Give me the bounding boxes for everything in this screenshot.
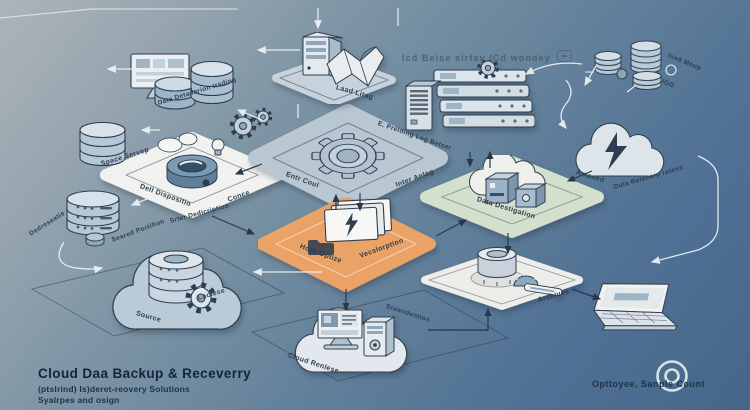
- server-rack-icon: [433, 69, 535, 128]
- coin-stack-icon: [630, 40, 662, 74]
- server-rack-group: [404, 60, 535, 131]
- diagram-title: Cloud Daa Backup & Receverry: [38, 366, 252, 381]
- target-icon: [656, 360, 688, 392]
- folded-map-icon: [326, 46, 385, 87]
- folder-icon: [308, 240, 334, 255]
- coin-icon: [616, 68, 628, 80]
- storage-box-icon: [484, 172, 547, 208]
- laptop-icon: [592, 283, 679, 331]
- coin-stack-icon: [594, 50, 622, 76]
- camera-lens-icon: [166, 154, 218, 189]
- target-badge-caption: Opttoyee, Sanple Count: [592, 379, 706, 389]
- diagram-tagline: Syalrpes and osign: [38, 395, 120, 405]
- gear-icon: [477, 60, 499, 79]
- pc-tower-icon: [362, 316, 396, 357]
- archive-tile: [421, 247, 583, 310]
- gear-icon: [229, 112, 257, 140]
- space-server-database: [79, 121, 126, 167]
- recovery-cloud-group: [575, 122, 665, 177]
- coin-stacks-group: [585, 40, 677, 93]
- disposition-tile: [100, 132, 284, 218]
- diagram-subtitle: (ptslrind) Is)deret-reovery Solutions: [38, 384, 190, 394]
- destination-tile: [420, 155, 604, 238]
- coin-icon: [665, 64, 677, 76]
- database-icon: [190, 60, 234, 105]
- slot-bar-icon: [523, 283, 563, 297]
- title-block: Cloud Daa Backup & Receverry (ptslrind) …: [38, 366, 251, 405]
- database-icon: [66, 190, 120, 236]
- dedup-monitor-group: [130, 53, 234, 110]
- laptop-group: [592, 283, 679, 331]
- cloud-puffs-icon: [157, 132, 198, 153]
- storage-box-icon: [404, 80, 442, 131]
- note-box-icon: [556, 50, 572, 62]
- lightning-bolt-icon: [605, 132, 627, 170]
- top-note-text: Icd Beise sirfay ICd wondey: [402, 53, 551, 63]
- database-icon: [79, 121, 126, 167]
- coin-stack-icon: [632, 70, 662, 91]
- replication-tile: [258, 198, 436, 292]
- database-icon: [148, 250, 204, 304]
- dome-icon: [513, 272, 539, 287]
- left-database-group: [66, 190, 120, 247]
- top-note: Icd Beise sirfay ICd wondey: [402, 50, 572, 63]
- source-cloud-group: [112, 250, 242, 330]
- gear-icon: [311, 133, 385, 179]
- archive-drum-icon: [477, 247, 517, 286]
- pc-cloud-group: [294, 307, 408, 373]
- gear-icon: [185, 282, 217, 314]
- idea-bulb-icon: [211, 138, 225, 156]
- bucket-icon: [85, 232, 105, 247]
- card-stack-icon: [323, 198, 393, 243]
- load-server-group: [272, 32, 396, 104]
- desktop-pc-icon: [317, 309, 363, 350]
